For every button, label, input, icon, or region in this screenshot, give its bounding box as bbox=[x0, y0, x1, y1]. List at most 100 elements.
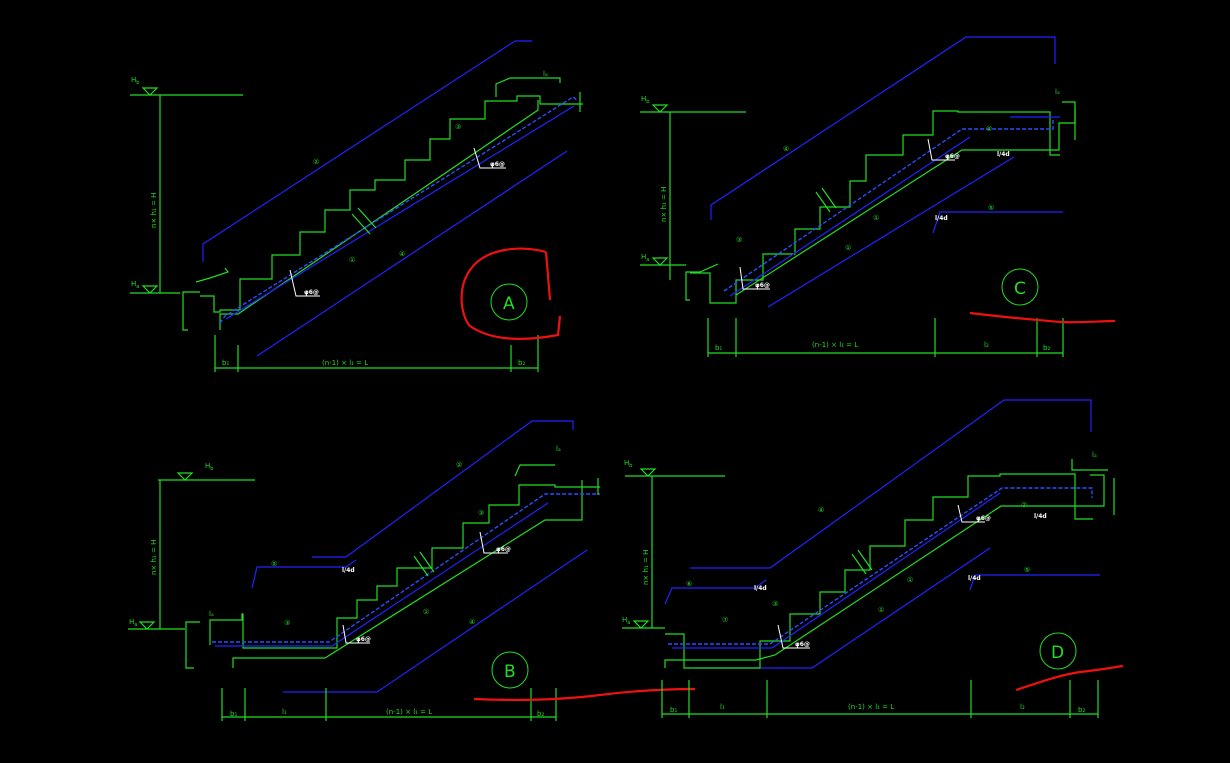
level-top-label-c: Hb bbox=[641, 95, 649, 105]
main-rebar-a bbox=[219, 96, 579, 324]
cut-label-c-top: φ6@ bbox=[945, 153, 960, 160]
dim-right-b: b₂ bbox=[537, 710, 544, 718]
diagram-label-circle-c bbox=[1001, 268, 1039, 306]
dist-rebar-a bbox=[225, 105, 575, 320]
cut-mark-d-bot bbox=[777, 624, 810, 649]
diagram-a: Hb Ha n× h₁ = H b₁ (n-1) × l₁ = L b₂ lₐ … bbox=[130, 40, 583, 372]
cut-label-d-top: φ6@ bbox=[976, 515, 991, 522]
diagram-label-d: D bbox=[1051, 643, 1064, 663]
note-c2: l/4d bbox=[935, 215, 948, 222]
bottom-bar-a bbox=[256, 150, 568, 357]
rebar-label-b-3b: ③ bbox=[284, 619, 290, 627]
top-bar-a bbox=[202, 40, 532, 262]
dist-rebar-c bbox=[729, 136, 971, 297]
dim-right-c: b₂ bbox=[1043, 344, 1050, 352]
rebar-label-b-1: ① bbox=[423, 608, 429, 616]
level-bot-label-c: Ha bbox=[641, 253, 649, 263]
break-2-a bbox=[357, 207, 377, 229]
break-2-b bbox=[419, 551, 435, 573]
cut-label-c-bot: φ6@ bbox=[755, 282, 770, 289]
dim-main-b: (n-1) × l₁ = L bbox=[386, 708, 432, 716]
level-bot-mark-a bbox=[141, 285, 159, 294]
red-markup-d bbox=[1015, 664, 1124, 692]
diagram-b: Hb Ha n× h₁ = H b₁ l₁ (n-1) × l₁ = L b₂ … bbox=[128, 420, 696, 721]
top-anchor-a bbox=[495, 77, 561, 97]
rebar-label-d-2: ② bbox=[1021, 501, 1027, 509]
rebar-label-c-2: ② bbox=[986, 125, 992, 133]
dim-main-d: (n-1) × l₁ = L bbox=[848, 703, 894, 711]
top-anchor-label-a: lₐ bbox=[543, 70, 548, 78]
note-b: l/4d bbox=[342, 567, 355, 574]
cut-mark-b-bot bbox=[342, 624, 370, 644]
cut-mark-a-top bbox=[473, 147, 506, 169]
cut-label-a-top: φ6@ bbox=[490, 161, 505, 168]
stair-profile-a bbox=[200, 95, 583, 313]
dim-mid-c: l₂ bbox=[984, 341, 989, 349]
diagram-d: Hb Ha n× h₁ = H b₁ l₁ (n-1) × l₁ = L l₂ … bbox=[622, 399, 1124, 718]
diagram-c: Hb Ha n× h₁ = H b₁ (n-1) × l₁ = L l₂ b₂ … bbox=[640, 36, 1116, 357]
stair-soffit-b bbox=[232, 480, 583, 668]
stair-soffit-c bbox=[735, 101, 1076, 296]
top-anchor-b bbox=[514, 464, 555, 477]
dim-mid2-d: l₂ bbox=[1020, 703, 1025, 711]
stair-profile-c bbox=[690, 110, 1060, 304]
dim-left-d: b₁ bbox=[670, 706, 677, 714]
break-1-d bbox=[851, 553, 867, 575]
bottom-bar2-c bbox=[932, 211, 1063, 234]
stair-soffit-a bbox=[219, 100, 539, 330]
rebar-label-b-2: ② bbox=[456, 461, 462, 469]
diagram-label-circle-b bbox=[491, 651, 529, 689]
dim-left-a: b₁ bbox=[222, 359, 229, 367]
dim-right-d: b₂ bbox=[1078, 706, 1085, 714]
left-anchor-a bbox=[182, 291, 200, 331]
top-bar-d bbox=[690, 399, 1092, 569]
break-2-d bbox=[857, 549, 873, 571]
red-markup-a2 bbox=[544, 251, 552, 301]
top-anchor-label-d: lₐ bbox=[1092, 451, 1097, 459]
level-bot-mark-c bbox=[651, 257, 669, 266]
diagram-label-circle-d bbox=[1039, 632, 1077, 670]
rebar-label-b-5: ⑤ bbox=[271, 560, 277, 568]
cut-label-b-bot: φ6@ bbox=[356, 636, 371, 643]
dist-rebar2-b bbox=[331, 502, 549, 647]
red-markup-b bbox=[473, 687, 696, 702]
level-top-label-d: Hb bbox=[624, 459, 632, 469]
dim-left-c: b₁ bbox=[715, 344, 722, 352]
top-anchor-d bbox=[1071, 459, 1108, 471]
top-bar-b bbox=[312, 420, 574, 558]
bottom-bar-c bbox=[767, 156, 1015, 308]
level-bot-label-a: Ha bbox=[131, 280, 139, 290]
top-anchor-label-b: lₐ bbox=[556, 445, 561, 453]
height-dim-label-a: n× h₁ = H bbox=[150, 193, 158, 228]
level-bot-label-d: Ha bbox=[622, 616, 630, 626]
dim-left-b: b₁ bbox=[230, 710, 237, 718]
main-rebar-c bbox=[723, 120, 1054, 292]
dim-mid1-d: l₁ bbox=[720, 703, 725, 711]
cut-mark-c-bot bbox=[739, 266, 770, 290]
diagram-label-b: B bbox=[504, 662, 516, 682]
top-bar-c bbox=[710, 36, 1056, 220]
left-anchor-c bbox=[685, 263, 719, 301]
red-markup-c bbox=[969, 311, 1116, 324]
rebar-label-d-6: ⑥ bbox=[686, 580, 692, 588]
rebar-label-b-4: ④ bbox=[469, 618, 475, 626]
left-bar-b bbox=[251, 559, 357, 589]
rebar-label-d-5: ⑤ bbox=[1024, 566, 1030, 574]
height-dim-label-b: n× h₁ = H bbox=[150, 540, 158, 575]
level-top-mark-d bbox=[639, 468, 657, 477]
stair-soffit-d bbox=[664, 474, 1105, 668]
note-c: l/4d bbox=[997, 151, 1010, 158]
rebar-label-c-4: ④ bbox=[783, 145, 789, 153]
diagram-label-a: A bbox=[503, 294, 515, 314]
rebar-label-d-7: ⑦ bbox=[722, 616, 728, 624]
dim-right-a: b₂ bbox=[518, 359, 525, 367]
cut-mark-c-top bbox=[927, 138, 955, 161]
note-d2: l/4d bbox=[754, 585, 767, 592]
dim-mid-b: l₁ bbox=[282, 708, 287, 716]
rebar-label-d-4: ④ bbox=[818, 506, 824, 514]
dist-rebar2-d bbox=[771, 492, 1001, 649]
cut-mark-b-top bbox=[479, 531, 508, 554]
break-1-b bbox=[413, 555, 429, 577]
height-dim-label-d: n× h₁ = H bbox=[642, 550, 650, 585]
break-1-c bbox=[815, 191, 831, 213]
